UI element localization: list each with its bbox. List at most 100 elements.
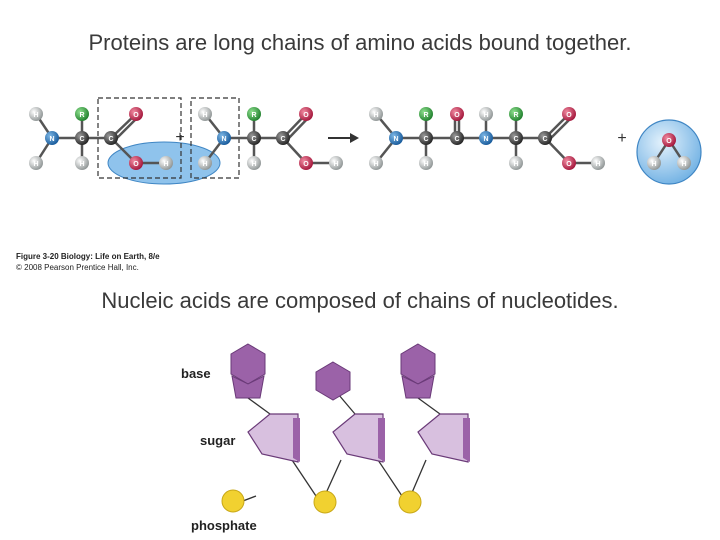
atom-c xyxy=(419,131,433,145)
sugar-pentagon xyxy=(417,413,469,463)
svg-text:O: O xyxy=(666,138,672,145)
svg-text:O: O xyxy=(303,112,309,119)
svg-text:H: H xyxy=(651,161,656,168)
base-hexagon xyxy=(315,361,351,401)
atom-c xyxy=(538,131,552,145)
atom-h xyxy=(329,156,343,170)
phosphate-sphere xyxy=(398,490,422,514)
atom-r xyxy=(509,107,523,121)
svg-text:H: H xyxy=(79,161,84,168)
atom-o xyxy=(299,156,313,170)
svg-text:H: H xyxy=(483,112,488,119)
phosphates xyxy=(221,489,422,514)
copyright-caption: © 2008 Pearson Prentice Hall, Inc. xyxy=(16,263,139,272)
atom-o xyxy=(129,107,143,121)
atom-h xyxy=(198,156,212,170)
carboxyl-group-box xyxy=(97,97,182,179)
svg-text:C: C xyxy=(79,136,84,143)
svg-text:H: H xyxy=(251,161,256,168)
plus-sign-2: + xyxy=(617,130,626,147)
atom-h xyxy=(159,156,173,170)
svg-text:N: N xyxy=(483,136,488,143)
atom-o xyxy=(129,156,143,170)
atom-r xyxy=(75,107,89,121)
svg-text:O: O xyxy=(133,161,139,168)
svg-text:C: C xyxy=(454,136,459,143)
page-title-proteins: Proteins are long chains of amino acids … xyxy=(88,30,632,55)
svg-text:R: R xyxy=(79,112,84,119)
bases xyxy=(230,343,436,401)
atom-letters: H H N R C H C O O H H H N R C H C O O H H H N R C H O… xyxy=(33,112,686,168)
atom-h xyxy=(29,107,43,121)
phosphate-sphere xyxy=(221,489,245,513)
svg-text:N: N xyxy=(393,136,398,143)
phosphate-sphere xyxy=(313,490,337,514)
svg-text:O: O xyxy=(566,112,572,119)
label-phosphate: phosphate xyxy=(191,518,257,533)
atom-o xyxy=(450,107,464,121)
atom-h xyxy=(75,156,89,170)
nucleotide-chain-diagram: base sugar phosphate xyxy=(181,343,470,533)
svg-text:O: O xyxy=(454,112,460,119)
svg-text:R: R xyxy=(513,112,518,119)
reaction-arrow xyxy=(328,133,359,143)
atom-o xyxy=(562,107,576,121)
svg-text:H: H xyxy=(202,112,207,119)
svg-text:H: H xyxy=(423,161,428,168)
svg-text:C: C xyxy=(280,136,285,143)
atom-n xyxy=(389,131,403,145)
base-pentagon xyxy=(231,375,265,399)
atom-c xyxy=(104,131,118,145)
figure-caption: Figure 3-20 Biology: Life on Earth, 8/e xyxy=(16,252,160,261)
atom-o xyxy=(662,133,676,147)
atom-h xyxy=(369,156,383,170)
atom-c xyxy=(75,131,89,145)
atom-n xyxy=(217,131,231,145)
svg-text:H: H xyxy=(33,112,38,119)
atom-h xyxy=(647,156,661,170)
atom-n xyxy=(479,131,493,145)
svg-text:H: H xyxy=(373,161,378,168)
svg-text:H: H xyxy=(202,161,207,168)
page-title-nucleic-acids: Nucleic acids are composed of chains of … xyxy=(101,288,619,313)
svg-text:C: C xyxy=(251,136,256,143)
svg-text:N: N xyxy=(221,136,226,143)
atom-h xyxy=(29,156,43,170)
atom-o xyxy=(562,156,576,170)
atom-h xyxy=(369,107,383,121)
svg-text:C: C xyxy=(423,136,428,143)
atom-h xyxy=(198,107,212,121)
water-molecule xyxy=(636,119,702,185)
base-pentagon xyxy=(401,375,435,399)
atom-c xyxy=(247,131,261,145)
svg-text:O: O xyxy=(303,161,309,168)
sugar-pentagon xyxy=(247,413,299,463)
svg-text:H: H xyxy=(513,161,518,168)
amino-acid-1 xyxy=(29,107,173,170)
svg-text:H: H xyxy=(33,161,38,168)
peptide-bond-reaction-diagram: + + xyxy=(16,97,702,272)
atom-c xyxy=(509,131,523,145)
amino-acid-2 xyxy=(198,107,343,170)
atom-h xyxy=(247,156,261,170)
atom-c xyxy=(450,131,464,145)
svg-text:C: C xyxy=(108,136,113,143)
svg-text:O: O xyxy=(133,112,139,119)
svg-text:C: C xyxy=(513,136,518,143)
svg-text:H: H xyxy=(681,161,686,168)
svg-text:H: H xyxy=(373,112,378,119)
atom-c xyxy=(276,131,290,145)
atom-n xyxy=(45,131,59,145)
atom-h xyxy=(509,156,523,170)
svg-text:R: R xyxy=(423,112,428,119)
sugars xyxy=(247,413,470,463)
atom-h xyxy=(677,156,691,170)
label-sugar: sugar xyxy=(200,433,235,448)
svg-text:H: H xyxy=(163,161,168,168)
atom-h xyxy=(591,156,605,170)
atom-h xyxy=(479,107,493,121)
atom-o xyxy=(299,107,313,121)
dipeptide xyxy=(369,107,605,170)
atom-r xyxy=(419,107,433,121)
svg-text:R: R xyxy=(251,112,256,119)
